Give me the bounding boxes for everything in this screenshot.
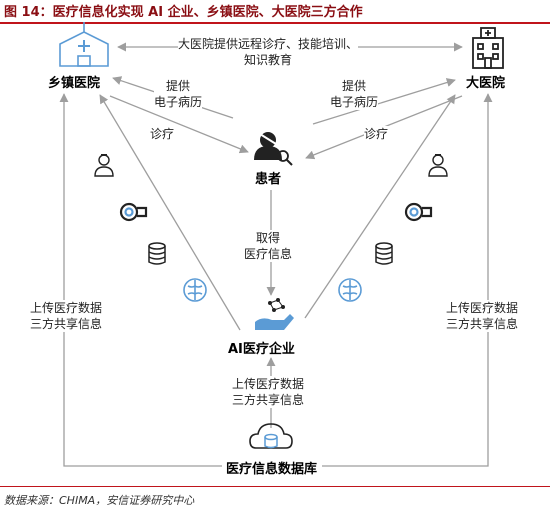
edge-label-db-upload: 上传医疗数据 三方共享信息 [232, 376, 305, 408]
edge-township-patient [109, 95, 249, 154]
figure-title: 图 14：医疗信息化实现 AI 企业、乡镇医院、大医院三方合作 [4, 5, 363, 20]
edge-label-right-upload-line1: 上传医疗数据 [446, 301, 519, 315]
patient-icon [254, 132, 293, 166]
edge-label-db-upload-line2: 三方共享信息 [232, 393, 305, 407]
node-database: 医疗信息数据库 [224, 458, 320, 477]
edge-db-township [59, 93, 222, 467]
doctor-icon-right [428, 154, 448, 177]
ai-company-icon [255, 298, 294, 330]
node-patient: 患者 [255, 172, 282, 187]
footer-rule [0, 486, 550, 487]
edge-label-right-diagnose: 诊疗 [364, 126, 389, 142]
brain-icon-right [338, 278, 362, 302]
edge-label-patient-ai: 取得 医疗信息 [244, 230, 293, 262]
scanner-icon-left [119, 202, 148, 222]
edge-patient-big [312, 78, 456, 125]
edge-label-left-provide: 提供 电子病历 [154, 78, 203, 110]
edge-ai-township [99, 94, 241, 331]
database-icon-left [148, 242, 166, 265]
edge-label-left-provide-line1: 提供 [166, 79, 191, 93]
database-icon-right [375, 242, 393, 265]
title-bar: 图 14：医疗信息化实现 AI 企业、乡镇医院、大医院三方合作 [0, 0, 550, 24]
edge-label-top-line1: 大医院提供远程诊疗、技能培训、 [178, 37, 359, 51]
figure-source: 数据来源：CHIMA，安信证券研究中心 [4, 494, 195, 507]
edge-label-right-upload: 上传医疗数据 三方共享信息 [446, 300, 519, 332]
township-hospital-icon [59, 22, 109, 67]
node-big-hospital: 大医院 [466, 76, 506, 91]
edge-label-left-upload: 上传医疗数据 三方共享信息 [30, 300, 103, 332]
edge-ai-big [304, 94, 456, 319]
edge-label-left-provide-line2: 电子病历 [154, 95, 203, 109]
edge-label-patient-ai-line1: 取得 [256, 231, 281, 245]
edge-label-left-upload-line1: 上传医疗数据 [30, 301, 103, 315]
edge-label-right-provide: 提供 电子病历 [330, 78, 379, 110]
edge-label-top-line2: 知识教育 [244, 53, 293, 67]
edge-label-right-provide-line2: 电子病历 [330, 95, 379, 109]
brain-icon-left [183, 278, 207, 302]
edge-label-db-upload-line1: 上传医疗数据 [232, 377, 305, 391]
edge-db-big [322, 93, 493, 467]
edge-label-top: 大医院提供远程诊疗、技能培训、 知识教育 [178, 36, 359, 68]
edge-label-right-upload-line2: 三方共享信息 [446, 317, 519, 331]
big-hospital-icon [472, 27, 504, 69]
edge-label-right-provide-line1: 提供 [342, 79, 367, 93]
edge-label-left-diagnose: 诊疗 [150, 126, 175, 142]
edge-label-patient-ai-line2: 医疗信息 [244, 247, 293, 261]
node-township-hospital: 乡镇医院 [48, 76, 101, 91]
doctor-icon-left [94, 154, 114, 177]
node-ai-company: AI医疗企业 [228, 342, 295, 357]
edge-label-left-upload-line2: 三方共享信息 [30, 317, 103, 331]
scanner-icon-right [404, 202, 433, 222]
database-cloud-icon [249, 423, 293, 449]
